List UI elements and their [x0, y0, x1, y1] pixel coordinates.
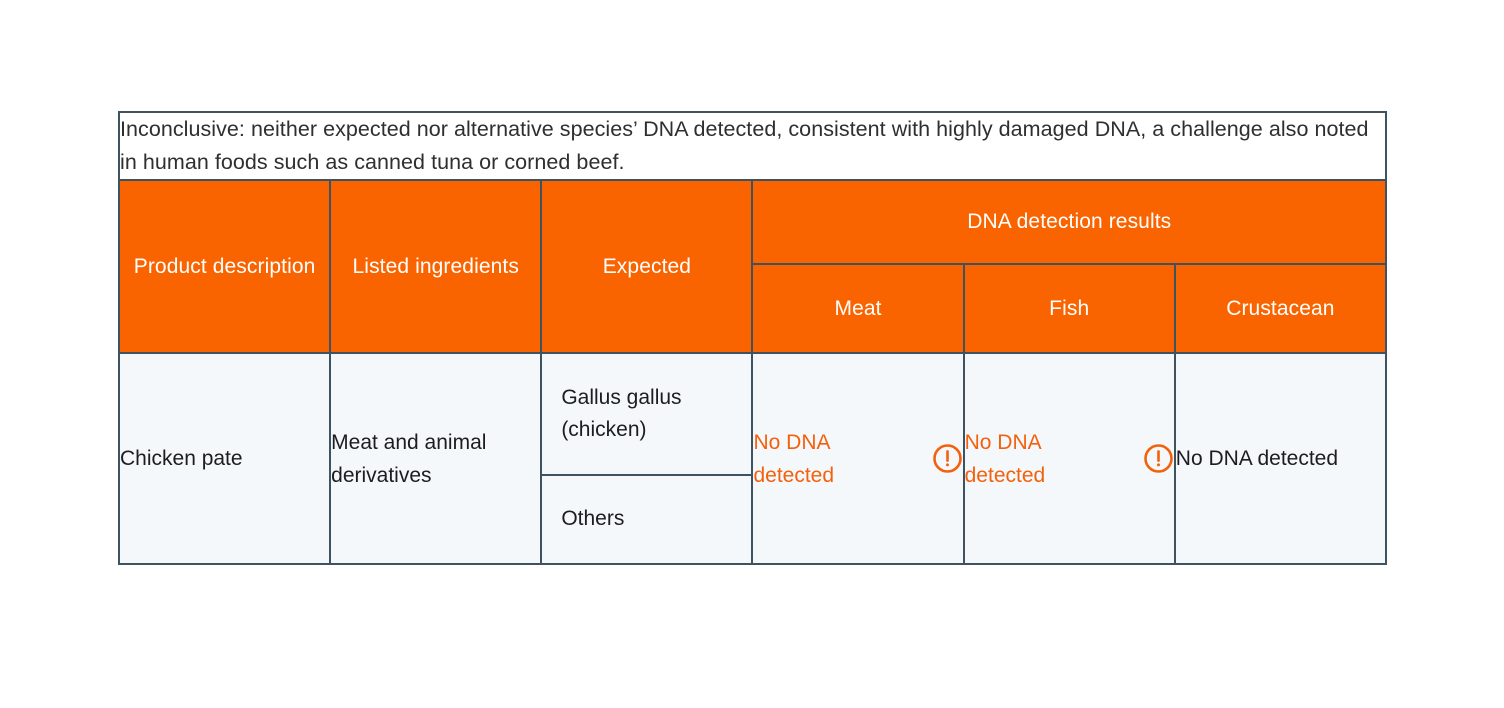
table-header-row-primary: Product description Listed ingredients E… — [117, 179, 1387, 354]
cell-fish-result: No DNA detected — [962, 352, 1176, 565]
cell-listed-ingredients: Meat and animal derivatives — [329, 352, 543, 565]
expected-stack: Gallus gallus (chicken) Others — [542, 354, 752, 563]
cell-meat-result: No DNA detected — [751, 352, 965, 565]
header-dna-detection-results: DNA detection results — [751, 179, 1387, 265]
meat-result-text: No DNA detected — [753, 430, 835, 487]
header-listed-ingredients: Listed ingredients — [329, 179, 543, 354]
table-header-row-secondary: Meat Fish Crustacean — [119, 263, 1388, 354]
header-meat: Meat — [751, 263, 965, 354]
table-caption-row: Inconclusive: neither expected nor alter… — [118, 111, 1387, 181]
header-fish: Fish — [962, 263, 1176, 354]
crustacean-result-content: No DNA detected — [1176, 442, 1385, 475]
meat-result-content: No DNA detected — [753, 426, 962, 492]
header-crustacean: Crustacean — [1173, 263, 1388, 354]
cell-expected: Gallus gallus (chicken) Others — [540, 352, 754, 565]
expected-secondary-species: Others — [561, 506, 625, 530]
alert-circle-icon — [932, 443, 963, 474]
alert-circle-icon — [1143, 443, 1174, 474]
fish-result-text: No DNA detected — [964, 430, 1046, 487]
cell-crustacean-result: No DNA detected — [1173, 352, 1388, 565]
crustacean-result-text: No DNA detected — [1175, 447, 1339, 470]
expected-primary-species: Gallus gallus (chicken) — [542, 354, 752, 476]
dna-results-table: Inconclusive: neither expected nor alter… — [117, 111, 1388, 565]
table-caption: Inconclusive: neither expected nor alter… — [118, 111, 1387, 181]
header-expected: Expected — [540, 179, 754, 354]
table-row: Chicken pate Meat and animal derivatives… — [117, 352, 1388, 565]
fish-result-content: No DNA detected — [965, 426, 1174, 492]
header-product-description: Product description — [117, 179, 332, 354]
cell-product-description: Chicken pate — [117, 352, 332, 565]
